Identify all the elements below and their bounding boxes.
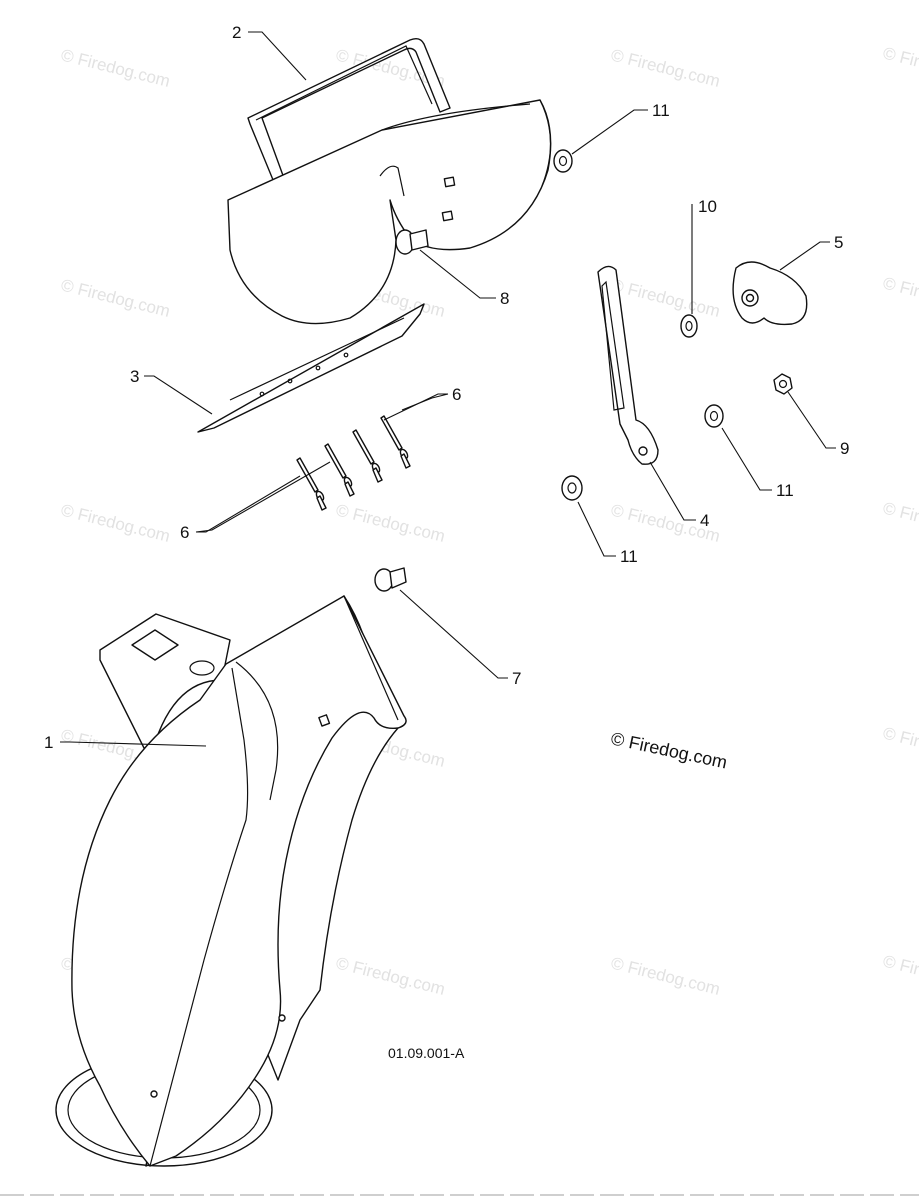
leader-line	[419, 249, 496, 299]
leader-line	[721, 427, 772, 491]
watermark: © Firedog.com	[609, 953, 722, 998]
callout-3: 3	[130, 367, 139, 386]
leader-line	[195, 461, 331, 533]
leader-line	[383, 393, 448, 421]
leader-line	[649, 461, 696, 521]
bottom-divider	[0, 1194, 919, 1196]
watermark: © Firedog.com	[881, 43, 919, 88]
copyright-notice: © Firedog.com	[609, 728, 729, 772]
leader-line	[399, 589, 508, 679]
callout-9: 9	[840, 439, 849, 458]
part-11-washer	[553, 149, 573, 173]
watermark: © Firedog.com	[334, 500, 447, 545]
callout-4: 4	[700, 511, 709, 530]
leader-line	[196, 475, 301, 533]
watermark: © Firedog.com	[59, 45, 172, 90]
part-10-washer	[680, 314, 698, 338]
callout-7: 7	[512, 669, 521, 688]
callout-labels: 2 11 10 5 8 3 6 9 11 4 6 11 7 1	[44, 23, 849, 752]
rivet	[352, 429, 383, 483]
rivet	[380, 415, 411, 469]
leader-line	[577, 501, 616, 557]
watermark: © Firedog.com	[334, 953, 447, 998]
callout-8: 8	[500, 289, 509, 308]
callout-5: 5	[834, 233, 843, 252]
watermark: © Firedog.com	[59, 275, 172, 320]
deflector-hood	[227, 99, 552, 325]
watermark: © Firedog.com	[609, 45, 722, 90]
rivet	[324, 443, 355, 497]
watermark: © Firedog.com	[59, 500, 172, 545]
part-11-washer	[704, 404, 724, 428]
callout-10: 10	[698, 197, 717, 216]
leader-line	[787, 391, 836, 449]
leader-line	[60, 741, 207, 747]
part-1-chute	[55, 595, 407, 1167]
part-6-rivets	[296, 415, 411, 511]
watermark: © Firedog.com	[881, 273, 919, 318]
leader-lines	[60, 31, 836, 747]
callout-6: 6	[180, 523, 189, 542]
leader-line	[779, 241, 830, 271]
part-8-carriage-bolt	[395, 229, 429, 255]
part-11-washer	[561, 475, 583, 501]
part-4-slotted-bracket	[597, 265, 659, 465]
part-2-handle	[247, 37, 451, 227]
rivet	[296, 457, 327, 511]
leader-line	[144, 375, 213, 415]
watermark: © Firedog.com	[881, 498, 919, 543]
leader-line	[248, 31, 307, 81]
drawing-code: 01.09.001-A	[388, 1045, 465, 1061]
watermark: © Firedog.com	[881, 723, 919, 768]
part-7-bolt	[374, 567, 407, 592]
part-3-scraper-blade	[197, 303, 425, 433]
part-9-nut	[773, 373, 793, 395]
callout-2: 2	[232, 23, 241, 42]
leader-line	[571, 109, 648, 155]
callout-11: 11	[620, 547, 638, 566]
callout-11: 11	[776, 481, 794, 500]
callout-11: 11	[652, 101, 670, 120]
part-5-knob	[732, 261, 808, 326]
callout-6: 6	[452, 385, 461, 404]
leader-line	[401, 393, 449, 411]
watermark: © Firedog.com	[881, 951, 919, 996]
watermark: © Firedog.com	[609, 275, 722, 320]
callout-1: 1	[44, 733, 53, 752]
